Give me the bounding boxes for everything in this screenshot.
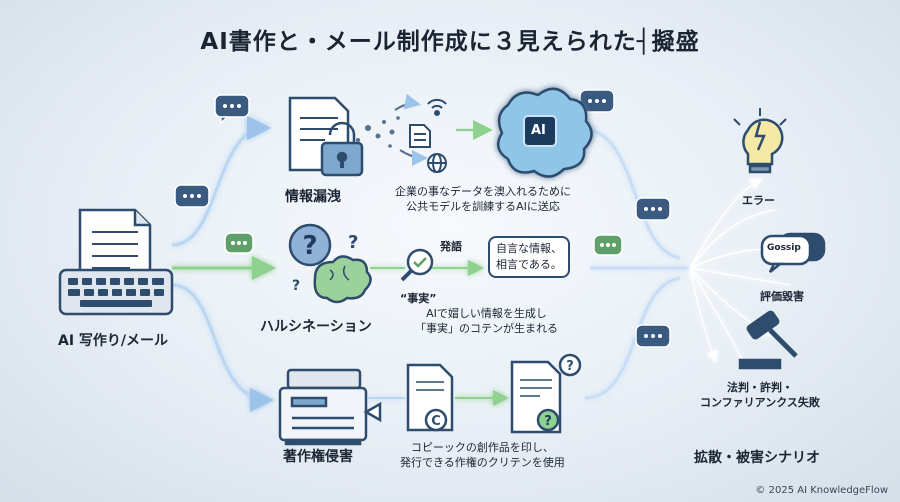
risk-note-line: 企業の事なデータを澳入れるために [395,185,571,198]
ai-chip-icon [496,87,593,178]
chat-bubbles-decor [174,89,671,348]
bubble-line: 自言な情報、 [496,242,562,255]
page-title: AI書作と・メール制作成に３見えられた┤擬盛 [200,29,700,55]
outcome-label-reputation: 評価毀害 [760,290,804,303]
risk-label-data-leak: 情報漏洩 [285,189,341,205]
risk-label-hallucination: ハルシネーション [260,319,372,335]
svg-text:?: ? [544,414,552,429]
magnifier-check-icon [400,248,434,282]
svg-text:?: ? [566,359,574,374]
ai-chip-label: AI [531,123,546,138]
risk-note-copyright: コピーックの創作品を印し、 発行できる作権のクリテンを使用 [400,440,565,470]
document-keyboard-icon [58,208,174,316]
transfer-icons [409,98,447,173]
question-document-icon: ? ? [510,353,582,434]
outcome-label-line: 法判・許判・ [726,381,793,394]
small-label-utterance: 発語 [440,240,462,253]
risk-label-copyright: 著作権侵害 [283,449,353,465]
copier-icon [278,368,382,446]
gossip-bubble-icon [760,232,826,273]
source-label: AI 写作り/メール [58,333,169,349]
risk-note-line: AIで媢しい情報を生成し [426,307,547,320]
copyright-document-icon: C [406,363,454,432]
risk-note-line: 「事実」のコテンが生まれる [415,322,558,335]
brain-question-icon: ? ? ? [288,223,372,304]
leak-particles [356,93,493,166]
outcome-label-legal: 法判・許判・ コンファリアンクス失敗 [700,380,820,410]
bubble-line: 相言である。 [496,258,562,271]
svg-text:?: ? [292,278,300,294]
risk-note-hallucination: AIで媢しい情報を生成し 「事実」のコテンが生まれる [415,306,558,336]
document-lock-icon [288,96,364,177]
flow-arrows [171,116,690,412]
broken-bulb-icon [733,108,787,174]
outcomes-title: 拡散・被害シナリオ [694,450,820,466]
risk-note-data-leak: 企業の事なデータを澳入れるために 公共モデルを訓練するAIに送応 [395,184,571,214]
gossip-bubble-text: Gossip [767,243,801,253]
risk-note-line: 公共モデルを訓練するAIに送応 [406,200,560,213]
outcome-label-line: コンファリアンクス失敗 [700,396,820,409]
hallucination-speech-bubble: 自言な情報、 相言である。 [488,236,570,278]
quote-label-fact: “事実” [400,292,437,305]
green-chat-bubbles-decor [224,232,623,256]
gavel-icon [738,310,798,370]
outcome-label-error: エラー [742,194,775,207]
risk-note-line: コピーックの創作品を印し、 [410,441,554,454]
svg-text:?: ? [348,232,358,253]
copyright-footer: © 2025 AI KnowledgeFlow [755,485,888,496]
svg-text:C: C [431,414,441,429]
risk-note-line: 発行できる作権のクリテンを使用 [400,456,565,469]
svg-text:?: ? [302,231,317,261]
